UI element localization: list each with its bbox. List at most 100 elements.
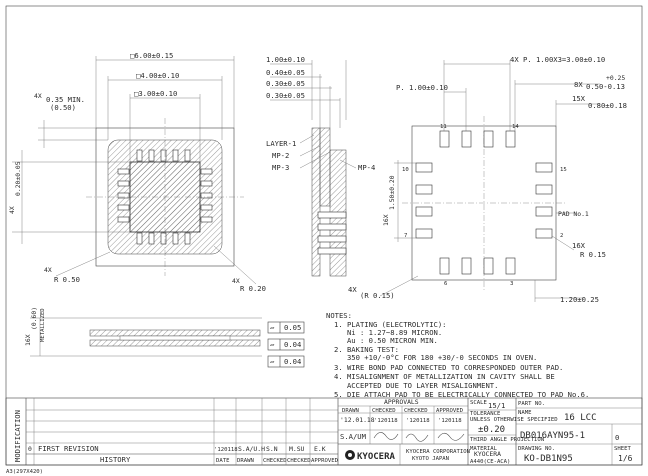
tol-sym-0: ▱	[270, 323, 275, 332]
title-block: MODIFICATION 0 FIRST REVISION '120118 S.…	[5, 397, 643, 466]
pin-6: 6	[444, 281, 447, 287]
tb-tolerance-note: UNLESS OTHERWISE SPECIFIED	[470, 417, 558, 423]
note-line-4: 350 +10/-0°C FOR 180 +30/-0 SECONDS IN O…	[334, 353, 537, 362]
section-view	[270, 60, 357, 277]
dim-side-4x: 4X	[8, 206, 16, 214]
tb-hist-chk: S.N	[266, 445, 278, 453]
tb-part-no-label: PART NO.	[518, 401, 545, 407]
bv-r16x-val: R 0.15	[580, 250, 606, 259]
tb-approvals: APPROVALS	[384, 398, 419, 406]
tb-sheet-val: 1/6	[618, 454, 633, 463]
dim-inner: □3.00±0.10	[134, 89, 177, 98]
meta-label-a: 16X	[24, 334, 32, 346]
sec-mp4: MP-4	[358, 163, 375, 172]
meta-view: 16X (0.60) METALLIZED	[24, 307, 262, 357]
footer-code: A3(297X420)	[6, 469, 43, 475]
bv-dim-top: 4X P. 1.00X3=3.00±0.10	[510, 55, 605, 64]
note-line-8: 5. DIE ATTACH PAD TO BE ELECTRICALLY CON…	[334, 390, 589, 399]
bv-15x: 15X	[572, 94, 586, 103]
tb-drawn-name: S.A/UM	[340, 432, 367, 441]
tol-val-0: 0.05	[284, 323, 301, 332]
bv-r16x: 16X	[572, 241, 586, 250]
signature-1	[373, 432, 399, 440]
bottom-view	[379, 60, 600, 302]
bv-8x-tol: +0.25	[606, 74, 625, 82]
notes-title: NOTES:	[326, 311, 352, 320]
tb-history: HISTORY	[100, 455, 131, 464]
tb-scale-label: SCALE	[470, 400, 487, 406]
tb-hist-drawn: S.A/U.H	[238, 445, 265, 453]
bv-dim-bottom: 1.20±0.25	[560, 295, 599, 304]
tol-sym-1: ▱	[270, 340, 275, 349]
dim-left-b: 0.35 MIN.	[46, 95, 85, 104]
tb-name-val: 16 LCC	[564, 413, 597, 423]
sec-layer1: LAYER-1	[266, 139, 296, 148]
tb-hist-date: '120118	[214, 447, 238, 453]
tb-material-label: MATERIAL	[470, 446, 498, 452]
notes: NOTES: 1. PLATING (ELECTROLYTIC): Ni : 1…	[326, 311, 589, 399]
meta-label-b: (0.60)	[30, 307, 38, 330]
corner-left-a: 4X	[44, 266, 52, 274]
pin-7: 7	[404, 233, 407, 239]
tb-col-approved: APPROVED	[311, 458, 339, 464]
bottom-view-labels: 4X P. 1.00X3=3.00±0.10 P. 1.00±0.10 8X +…	[348, 55, 627, 304]
note-line-0: 1. PLATING (ELECTROLYTIC):	[334, 320, 447, 329]
tb-drawn: DRAWN	[342, 408, 359, 414]
corner-left-b: R 0.50	[54, 275, 80, 284]
tb-part-no-val: DB016AYN95-1	[520, 431, 585, 441]
tb-material-a: KYOCERA	[474, 450, 501, 458]
tol-val-2: 0.04	[284, 357, 301, 366]
bv-15x-val: 0.80±0.18	[588, 101, 627, 110]
tb-first-revision: FIRST REVISION	[38, 444, 99, 453]
tb-rev: 0	[615, 433, 619, 442]
corner-right-b: R 0.20	[240, 284, 266, 293]
bv-8x-val: 0.50-0.13	[586, 82, 625, 91]
pin-10: 10	[402, 167, 409, 173]
tol-val-1: 0.04	[284, 340, 301, 349]
tb-name-label: NAME	[518, 410, 532, 416]
signature-2	[405, 433, 429, 442]
tolerance-boxes: ▱ 0.05 ▱ 0.04 ▱ 0.04	[267, 321, 305, 368]
note-line-2: Au : 0.50 MICRON MIN.	[334, 336, 438, 345]
tb-hist-chk2: M.SU	[289, 445, 305, 453]
bv-16x-left: 16X	[382, 214, 390, 226]
tb-tolerance-label: TOLERANCE	[470, 411, 501, 417]
tb-drawing-no-label: DRAWING NO.	[518, 446, 555, 452]
dim-side-val: 0.20±0.05	[14, 161, 22, 196]
note-line-7: ACCEPTED DUE TO LAYER MISALIGNMENT.	[334, 381, 498, 390]
sec-mp3: MP-3	[272, 163, 289, 172]
pin-15: 15	[560, 167, 567, 173]
tb-modification: MODIFICATION	[13, 410, 22, 462]
bv-16x-left-val: 1.50±0.20	[388, 175, 396, 210]
sec-d2: 0.40±0.05	[266, 68, 305, 77]
top-view-labels: □6.00±0.15 □4.00±0.10 □3.00±0.10 4X 0.35…	[8, 51, 266, 293]
tol-sym-2: ▱	[270, 357, 275, 366]
tb-logo: KYOCERA	[357, 452, 396, 462]
sec-mp2: MP-2	[272, 151, 289, 160]
tb-company-a: KYOCERA CORPORATION	[406, 449, 470, 455]
dim-left-c: (0.50)	[50, 103, 76, 112]
note-line-3: 2. BAKING TEST:	[334, 345, 399, 354]
tb-approved: APPROVED	[436, 408, 464, 414]
note-line-5: 3. WIRE BOND PAD CONNECTED TO CORRESPOND…	[334, 363, 563, 372]
pin-2: 2	[560, 233, 563, 239]
tb-checked2: CHECKED	[404, 408, 428, 414]
bv-dim-p: P. 1.00±0.10	[396, 83, 448, 92]
tb-rev-mark: 0	[28, 445, 32, 453]
tb-projection: THIRD ANGLE PROJECTION	[470, 437, 544, 443]
bv-r4x: 4X	[348, 285, 357, 294]
bv-pad-no1: PAD No.1	[558, 210, 589, 218]
tb-drawing-no: KO-DB1N95	[524, 454, 573, 464]
tb-date2: '120118	[374, 418, 398, 424]
meta-label-c: METALLIZED	[40, 308, 46, 342]
tb-scale-val: 15/1	[488, 401, 505, 410]
tb-col-drawn: DRAWN	[237, 458, 254, 464]
tb-hist-appr: E.K	[314, 445, 326, 453]
bv-r4x-val: (R 0.15)	[360, 291, 395, 300]
tb-checked: CHECKED	[372, 408, 396, 414]
section-labels: 1.00±0.10 0.40±0.05 0.30±0.05 0.30±0.05 …	[266, 55, 375, 172]
pin-11: 11	[440, 124, 447, 130]
sec-d4: 0.30±0.05	[266, 91, 305, 100]
note-line-6: 4. MISALIGNMENT OF METALLIZATION IN CAVI…	[334, 372, 555, 381]
